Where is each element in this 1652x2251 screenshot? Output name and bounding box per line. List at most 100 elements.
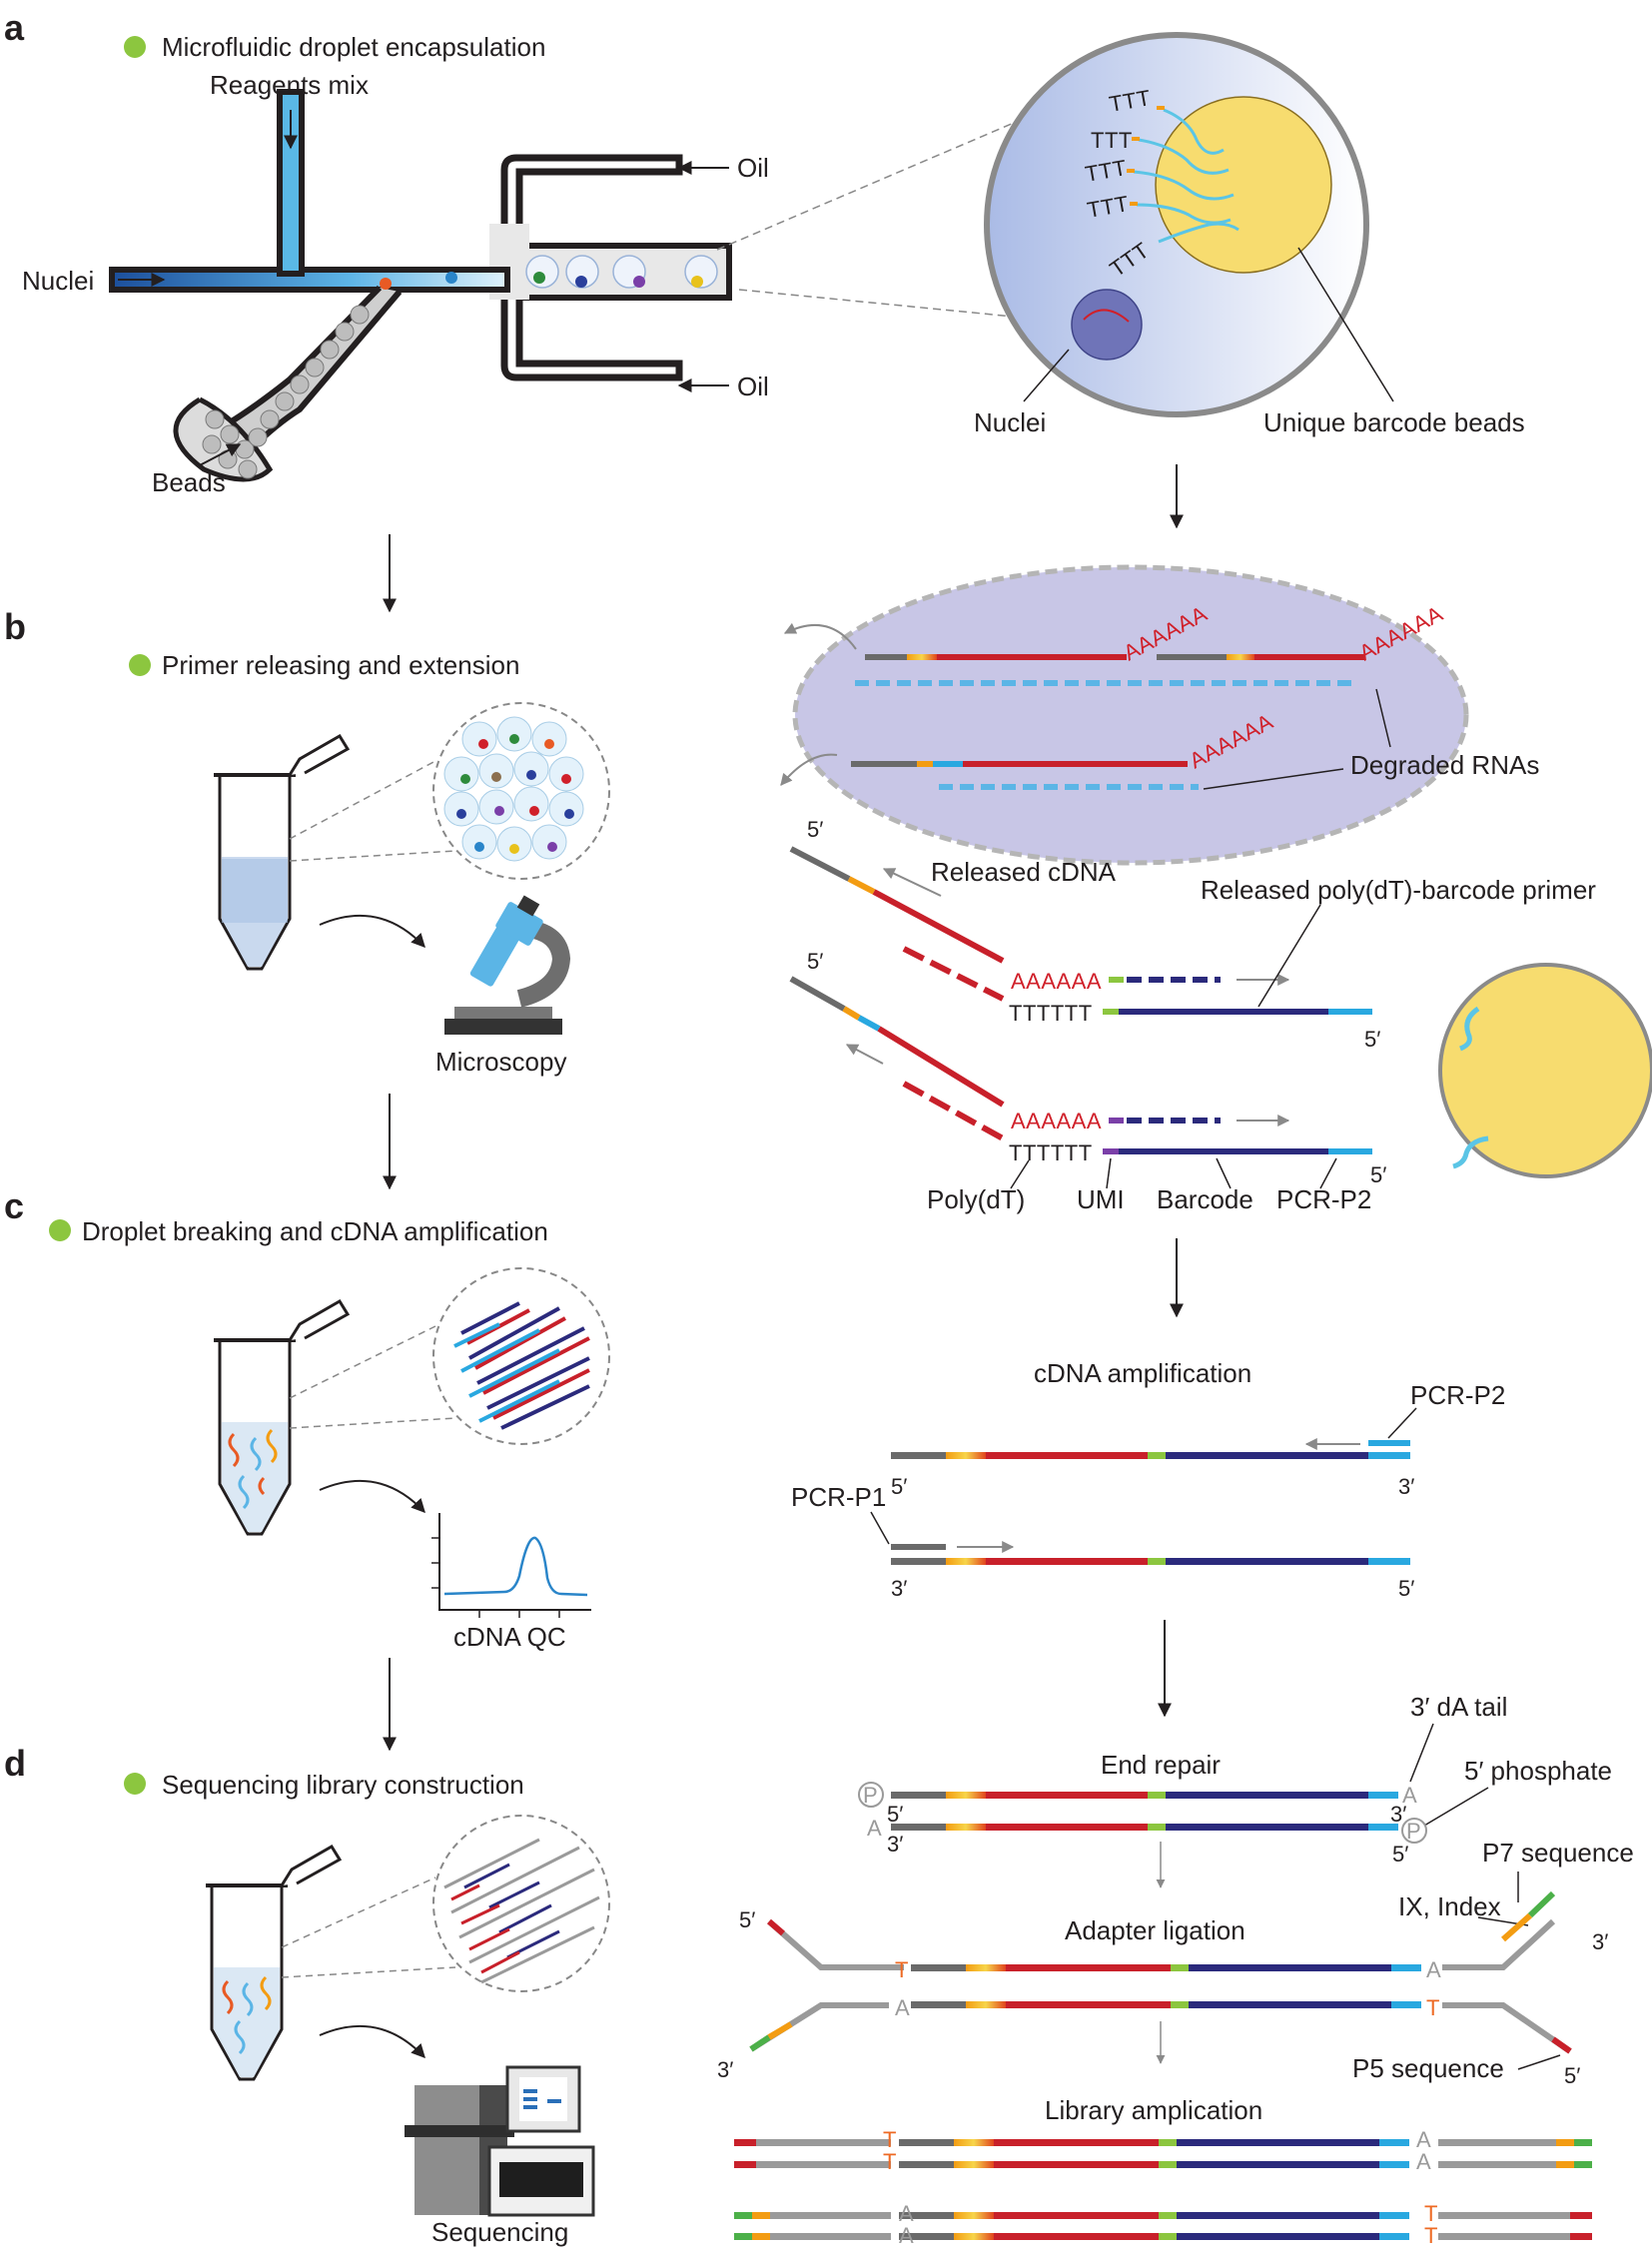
pcrp2-label-b: PCR-P2 (1276, 1184, 1371, 1214)
three-prime-d2: 3′ (1390, 1802, 1406, 1827)
degraded-rnas-label: Degraded RNAs (1350, 750, 1539, 780)
adapter-ligation-label: Adapter ligation (1065, 1915, 1245, 1945)
tube-d-icon (206, 1844, 343, 2081)
oval-lysis (792, 564, 1469, 866)
library-amp-label: Library amplication (1045, 2095, 1262, 2125)
phosphate-label: 5′ phosphate (1464, 1756, 1612, 1786)
five-prime-2: 5′ (1364, 1027, 1380, 1052)
t-mark-2: T (1426, 1995, 1439, 2020)
three-prime-c2: 3′ (891, 1576, 907, 1601)
p7-label: P7 sequence (1482, 1838, 1634, 1868)
five-prime-d4: 5′ (1564, 2063, 1580, 2088)
sequencing-label: Sequencing (431, 2217, 568, 2247)
five-prime-d3: 5′ (739, 1907, 755, 1932)
index-label: IX, Index (1398, 1891, 1501, 1921)
three-prime-d4: 3′ (717, 2057, 733, 2082)
polyT-1: TTTTTT (1009, 1001, 1093, 1026)
released-cdna-1 (789, 846, 1372, 1015)
beads-label: Beads (152, 467, 226, 497)
barcode-label: Barcode (1157, 1184, 1253, 1214)
five-prime-c2: 5′ (1398, 1576, 1414, 1601)
released-primer-label: Released poly(dT)-barcode primer (1201, 875, 1596, 905)
polyT-2: TTTTTT (1009, 1140, 1093, 1165)
zoom-circle-d (432, 1815, 610, 1992)
phosphate-icon (858, 1782, 884, 1808)
phosphate-icon (1401, 1818, 1427, 1844)
end-repair-strands (858, 1782, 1427, 1844)
polyA-5: AAAAAA (1011, 1109, 1102, 1133)
sequencer-icon (405, 2065, 595, 2217)
tube-b-icon (214, 733, 351, 971)
umi-label: UMI (1077, 1184, 1125, 1214)
panel-b-title: Primer releasing and extension (162, 650, 519, 680)
droplet-nuclei-label: Nuclei (974, 407, 1046, 437)
bullet-icon (124, 1773, 146, 1795)
a-mark-4: A (895, 1995, 910, 2020)
a-mark-1: A (867, 1816, 882, 1841)
oil-top-label: Oil (737, 153, 769, 183)
five-prime-3: 5′ (807, 949, 823, 974)
t-mark-3: T (883, 2127, 896, 2152)
five-prime-c1: 5′ (891, 1474, 907, 1499)
panel-d-label: d (4, 1743, 26, 1784)
library-strands-d (443, 1838, 600, 1984)
microfluidic-chip (109, 89, 732, 482)
cdna-strands-c (453, 1301, 590, 1430)
released-cdna-label: Released cDNA (931, 857, 1117, 887)
end-repair-label: End repair (1101, 1750, 1221, 1780)
pcrp2-label-c: PCR-P2 (1410, 1380, 1505, 1410)
a-mark-6: A (1416, 2149, 1431, 2174)
five-prime-d1: 5′ (887, 1802, 903, 1827)
a-mark-7: A (899, 2201, 914, 2226)
adapter-ligation-strands (749, 1890, 1572, 2054)
cdna-amp-label: cDNA amplification (1034, 1358, 1251, 1388)
library-amp-strands (734, 2139, 1592, 2240)
p-mark-1: P (863, 1783, 878, 1808)
panel-c-label: c (4, 1185, 24, 1226)
three-prime-d1: 3′ (887, 1832, 903, 1857)
bullet-icon (129, 654, 151, 676)
bullet-icon (49, 1219, 71, 1241)
barcode-bead-icon (1438, 963, 1652, 1178)
droplet-zoom (984, 32, 1369, 417)
panel-b-label: b (4, 606, 26, 647)
five-prime-1: 5′ (807, 817, 823, 842)
t-mark-4: T (883, 2149, 896, 2174)
rna-strands (851, 654, 1364, 790)
panel-c-title: Droplet breaking and cDNA amplification (82, 1216, 548, 1246)
t-mark-1: T (895, 1957, 908, 1982)
pcrp1-label: PCR-P1 (791, 1482, 886, 1512)
nuclei-inlet-label: Nuclei (22, 266, 94, 296)
microscope-icon (444, 895, 571, 1035)
p-mark-2: P (1406, 1819, 1421, 1844)
microscopy-label: Microscopy (435, 1047, 566, 1077)
cdna-qc-label: cDNA QC (453, 1622, 566, 1652)
tube-c-icon (214, 1298, 351, 1536)
panel-d-title: Sequencing library construction (162, 1770, 524, 1800)
panel-a-title: Microfluidic droplet encapsulation (162, 32, 545, 62)
three-prime-d3: 3′ (1592, 1929, 1608, 1954)
cdna-amp-strands (891, 1438, 1410, 1565)
a-mark-3: A (1426, 1957, 1441, 1982)
t-mark-6: T (1424, 2223, 1437, 2248)
polyA-4: AAAAAA (1011, 969, 1102, 994)
ttt-2: TTT (1091, 128, 1133, 153)
a-mark-5: A (1416, 2127, 1431, 2152)
released-cdna-2 (789, 976, 1372, 1154)
a-mark-2: A (1402, 1783, 1417, 1808)
p5-label: P5 sequence (1352, 2053, 1504, 2083)
bullet-icon (124, 36, 146, 58)
five-prime-d2: 5′ (1392, 1842, 1408, 1867)
oil-bottom-label: Oil (737, 372, 769, 401)
da-tail-label: 3′ dA tail (1410, 1692, 1507, 1722)
three-prime-c1: 3′ (1398, 1474, 1414, 1499)
t-mark-5: T (1424, 2201, 1437, 2226)
cdna-qc-plot (431, 1513, 591, 1618)
droplet-beads-label: Unique barcode beads (1263, 407, 1525, 437)
five-prime-4: 5′ (1370, 1162, 1386, 1187)
polydt-label: Poly(dT) (927, 1184, 1025, 1214)
zoom-circle-c (432, 1267, 610, 1445)
a-mark-8: A (899, 2223, 914, 2248)
panel-a-label: a (4, 7, 25, 48)
